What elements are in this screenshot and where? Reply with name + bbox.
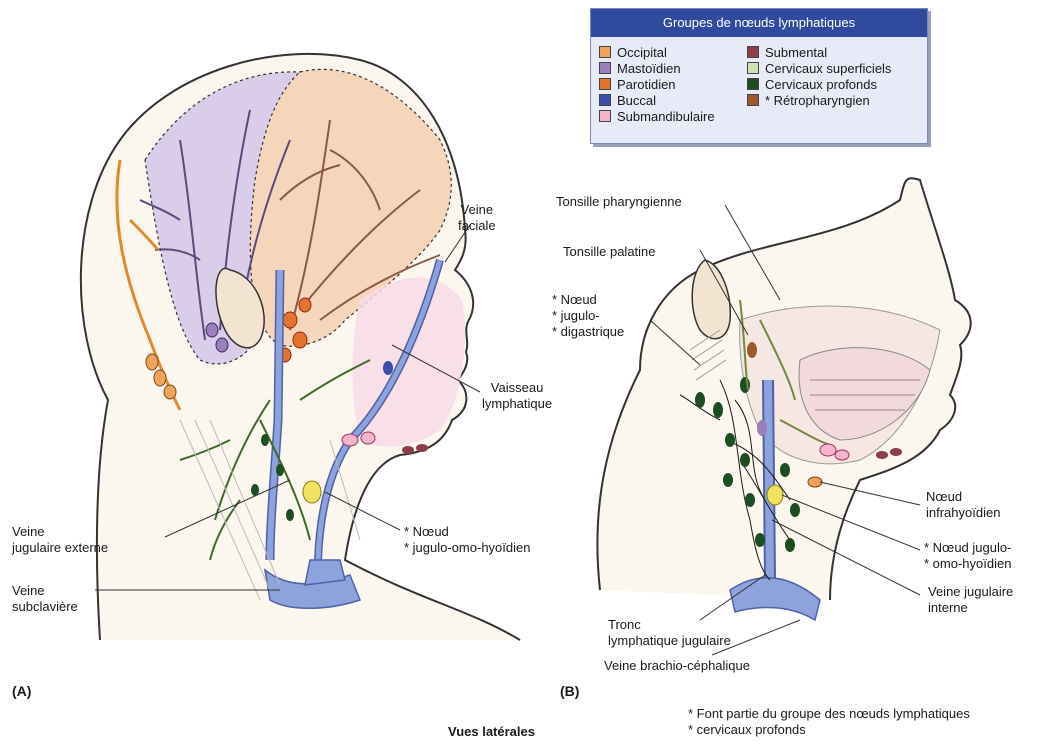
legend-item-label: Occipital [617, 45, 667, 60]
legend-item: * Rétropharyngien [747, 93, 891, 109]
panel-a-marker: (A) [12, 683, 31, 699]
legend-swatch [599, 94, 611, 106]
legend-item: Cervicaux superficiels [747, 61, 891, 77]
legend-swatch [599, 62, 611, 74]
legend-swatch [747, 46, 759, 58]
label-noeud-jugulo-digastrique: * Nœud* jugulo-* digastrique [552, 292, 624, 340]
legend-swatch [747, 94, 759, 106]
legend-item-label: * Rétropharyngien [765, 93, 870, 108]
label-noeud-jugulo-omo-b: * Nœud jugulo-* omo-hyoïdien [924, 540, 1011, 572]
legend-item-label: Cervicaux superficiels [765, 61, 891, 76]
panel-b-marker: (B) [560, 683, 579, 699]
legend-item-label: Buccal [617, 93, 656, 108]
infrahyoid-node [808, 477, 822, 487]
label-tonsille-palatine: Tonsille palatine [563, 244, 656, 260]
internal-jugular-fill [768, 380, 770, 580]
legend-item-label: Parotidien [617, 77, 676, 92]
legend-item: Submandibulaire [599, 109, 715, 125]
legend-swatch [747, 78, 759, 90]
legend-title: Groupes de nœuds lymphatiques [591, 9, 927, 37]
mastoid-node-b [757, 420, 767, 436]
label-noeud-jugulo-omo-a: * Nœud* jugulo-omo-hyoïdien [404, 524, 530, 556]
buccal-node-a [383, 361, 393, 375]
legend-swatch [599, 78, 611, 90]
legend-item-label: Mastoïdien [617, 61, 681, 76]
legend-swatch [599, 110, 611, 122]
figure-caption: Vues latérales [448, 724, 535, 739]
legend-swatch [599, 46, 611, 58]
footnote: * Font partie du groupe des nœuds lympha… [688, 706, 970, 738]
legend-item: Submental [747, 45, 891, 61]
retropharyngeal-nodes [747, 342, 757, 358]
legend-item-label: Submental [765, 45, 827, 60]
label-veine-brachio-cephalique: Veine brachio-céphalique [604, 658, 750, 674]
legend-item-label: Cervicaux profonds [765, 77, 877, 92]
jugulo-omo-node-a [303, 481, 321, 503]
jugulo-omo-node-b [767, 485, 783, 505]
legend-swatch [747, 62, 759, 74]
legend-item: Buccal [599, 93, 715, 109]
label-tonsille-pharyngienne: Tonsille pharyngienne [556, 194, 682, 210]
legend-item: Mastoïdien [599, 61, 715, 77]
legend-item: Parotidien [599, 77, 715, 93]
legend-item: Occipital [599, 45, 715, 61]
legend-item: Cervicaux profonds [747, 77, 891, 93]
legend-item-label: Submandibulaire [617, 109, 715, 124]
